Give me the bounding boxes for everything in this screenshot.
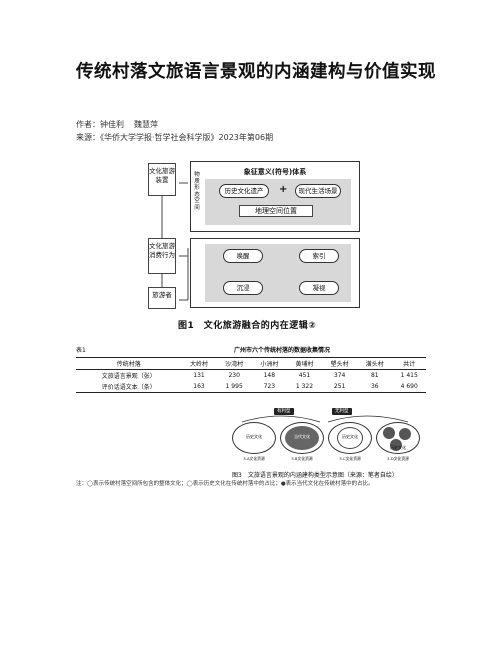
index-pill: 索引: [299, 249, 339, 263]
source-line: 来源：《华侨大学学报·哲学社会科学版》2023年第06期: [76, 132, 273, 143]
article-title: 传统村落文旅语言景观的内涵建构与价值实现: [76, 62, 436, 82]
table-cell: 文旅语言景观（张）: [101, 373, 156, 380]
modern-dot: [399, 428, 411, 440]
ellipse-label: 历史文化: [390, 445, 406, 450]
beneficial-tag: 有利型: [274, 408, 294, 415]
author-line: 作者：钟佳利 魏慧萍: [76, 119, 158, 130]
immerse-pill: 沉浸: [223, 281, 263, 295]
figure-1: 文化旅游装置 文化旅游消费行为 旅游者 物质形态空间 象征意义(符号)体系 历史…: [148, 158, 366, 336]
table-header: 大岭村: [190, 361, 209, 368]
symbol-system-title: 象征意义(符号)体系: [243, 168, 307, 176]
sub-caption: 3-B文化资源: [291, 456, 313, 461]
tourism-process-box: 唤醒 索引 沉浸 凝视: [190, 238, 360, 308]
ellipse-3b: 当代文化: [280, 422, 324, 454]
table-cell: 评价话语文本（条）: [101, 384, 156, 391]
modern-life-pill: 现代生活场景: [295, 184, 341, 198]
heritage-pill: 历史文化遗产: [219, 184, 269, 198]
table-header: 塱头村: [330, 361, 349, 368]
table-row: 评价话语文本（条） 163 1 995 723 1 322 251 36 4 6…: [76, 381, 426, 393]
consumption-behavior-box: 文化旅游消费行为: [148, 238, 176, 274]
table-cell: 81: [370, 372, 379, 379]
ellipse-3a: 历史文化: [232, 422, 276, 454]
table-cell: 230: [228, 372, 240, 379]
figure-1-connectors: [161, 182, 189, 301]
modern-culture-fill: [285, 426, 319, 450]
table-cell: 374: [333, 372, 346, 379]
table-label: 表1: [76, 347, 86, 354]
gaze-pill: 凝视: [299, 281, 339, 295]
plus-sign: +: [279, 184, 288, 195]
table-cell: 451: [298, 372, 311, 379]
data-table: 传统村落 大岭村 沙湾村 小洲村 黄埔村 塱头村 潢头村 共计 文旅语言景观（张…: [76, 357, 426, 393]
modern-dot: [383, 427, 395, 439]
table-cell: 148: [263, 372, 276, 379]
table-cell: 131: [193, 372, 205, 379]
figure-3-note: 注：◯表示传统村落空间所包含的整体文化；◯表示历史文化在传统村落中的占比；●表示…: [76, 481, 374, 487]
author-name[interactable]: 魏慧萍: [134, 120, 158, 129]
table-header-row: 传统村落 大岭村 沙湾村 小洲村 黄埔村 塱头村 潢头村 共计: [76, 357, 426, 370]
sub-caption: 3-D文化资源: [387, 456, 409, 461]
table-cell: 723: [263, 383, 276, 390]
tourist-box: 旅游者: [148, 287, 176, 309]
table-header: 共计: [403, 361, 416, 368]
modern-dot: [390, 439, 402, 451]
table-header: 传统村落: [116, 361, 141, 368]
ellipse-3c: 历史文化: [328, 422, 372, 454]
figure-3-caption: 图3 文旅语言景观的内涵建构类型示意图（来源：笔者自绘）: [232, 472, 398, 479]
table-cell: 4 690: [400, 383, 418, 390]
source-text: 《华侨大学学报·哲学社会科学版》2023年第06期: [100, 133, 274, 142]
inner-circle: [337, 427, 363, 449]
table-cell: 1 322: [295, 383, 314, 390]
side-label: 物质形态空间: [194, 172, 200, 211]
author-label: 作者：: [76, 120, 100, 129]
ellipse-label: 当代文化: [294, 434, 310, 439]
geo-location-box: 地理空间位置: [239, 205, 313, 217]
table-header: 小洲村: [260, 361, 279, 368]
table-header: 黄埔村: [295, 361, 314, 368]
table-cell: 251: [333, 383, 346, 390]
table-cell: 1 995: [225, 383, 243, 390]
table-cell: 1 415: [400, 372, 418, 379]
cultural-tourism-device-box: 文化旅游装置: [148, 163, 176, 196]
unbeneficial-tag: 无利型: [332, 408, 352, 415]
table-header: 潢头村: [365, 361, 384, 368]
table-cell: 36: [370, 383, 379, 390]
ellipse-3d: 历史文化: [376, 422, 420, 454]
table-header: 沙湾村: [225, 361, 244, 368]
symbol-system-box: 物质形态空间 象征意义(符号)体系 历史文化遗产 + 现代生活场景 地理空间位置: [190, 161, 360, 232]
figure-3: 有利型 无利型 历史文化 当代文化 历史文化 历史文化 3-A文化资源 3-B文…: [232, 408, 422, 468]
ellipse-label: 历史文化: [246, 434, 262, 439]
awaken-pill: 唤醒: [223, 249, 263, 263]
figure-3-arrows: [241, 415, 409, 423]
table-cell: 163: [193, 383, 205, 390]
table-caption: 广州市六个传统村落的数据收集情况: [234, 347, 331, 354]
ellipse-label: 历史文化: [342, 434, 358, 439]
sub-caption: 3-A文化资源: [243, 456, 265, 461]
author-name[interactable]: 钟佳利: [100, 120, 124, 129]
source-label: 来源：: [76, 133, 100, 142]
table-row: 文旅语言景观（张） 131 230 148 451 374 81 1 415: [76, 370, 426, 382]
figure-1-caption: 图1 文化旅游融合的内在逻辑②: [178, 321, 317, 331]
sub-caption: 3-C文化资源: [339, 456, 361, 461]
